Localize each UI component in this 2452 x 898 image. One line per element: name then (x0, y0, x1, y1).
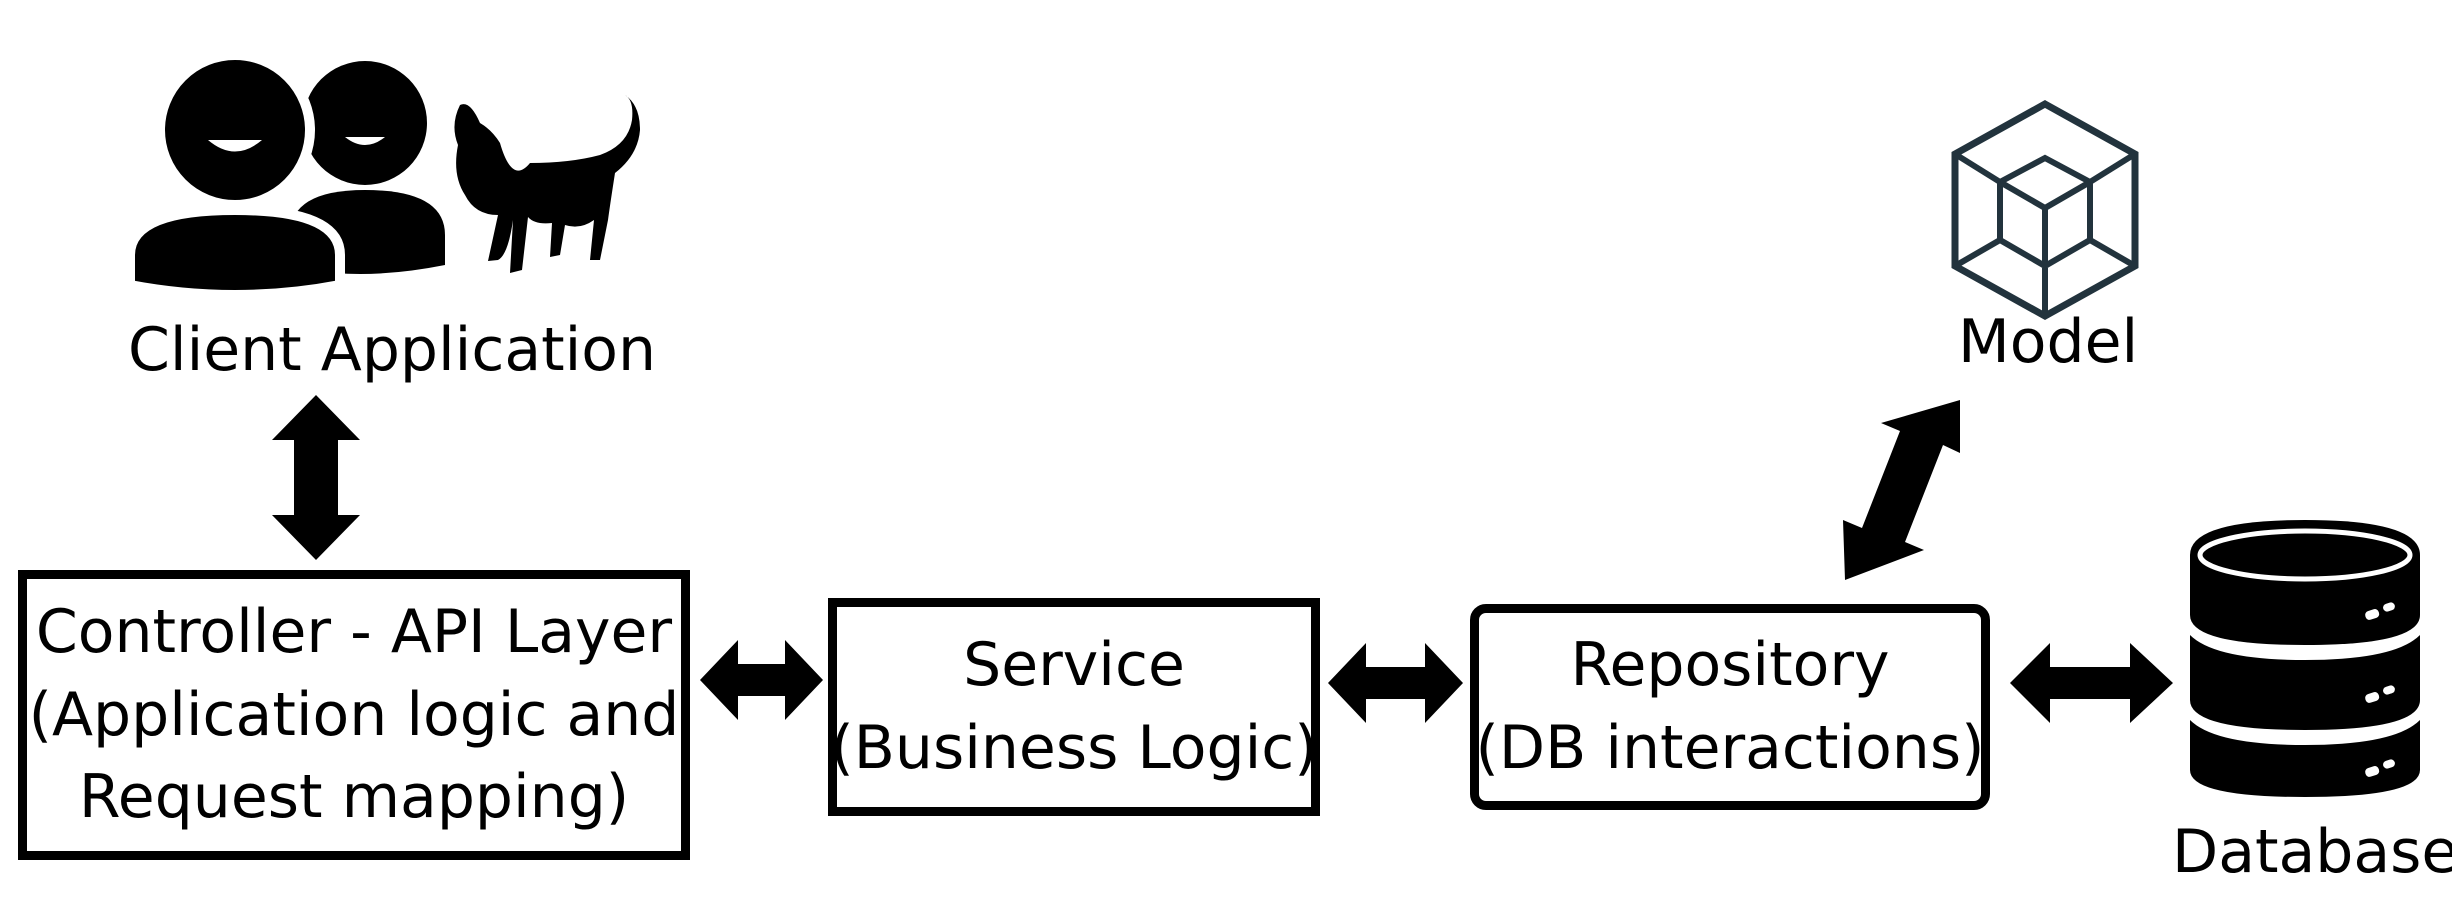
cube-hexagon-icon (1951, 100, 2139, 320)
arrow-service-repository (1328, 643, 1463, 723)
database-bottom-layer (2190, 720, 2420, 797)
arrow-repository-model (1843, 400, 1960, 580)
dog-silhouette (454, 95, 640, 273)
arrow-repository-database (2010, 643, 2173, 723)
repository-subtitle: (DB interactions) (1475, 713, 1985, 783)
controller-subtitle-2: Request mapping) (78, 762, 630, 833)
model-label: Model (1958, 307, 2139, 377)
service-subtitle: (Business Logic) (830, 713, 1318, 783)
controller-subtitle-1: (Application logic and (28, 679, 680, 750)
database-label: Database (2172, 817, 2452, 887)
users-and-dog-icon (125, 50, 640, 295)
front-person-head (155, 50, 315, 210)
database-middle-layer (2190, 635, 2420, 730)
database-icon (2190, 520, 2420, 797)
back-person-head (303, 61, 427, 185)
front-person-body (125, 204, 345, 295)
controller-title: Controller - API Layer (35, 596, 673, 667)
client-application-label: Client Application (128, 315, 657, 385)
controller-box: Controller - API Layer (Application logi… (18, 570, 690, 860)
arrow-controller-service (700, 640, 823, 720)
repository-box: Repository (DB interactions) (1470, 604, 1990, 810)
service-box: Service (Business Logic) (828, 598, 1320, 816)
repository-title: Repository (1570, 630, 1890, 701)
arrow-client-controller (272, 395, 360, 560)
service-title: Service (963, 630, 1185, 701)
